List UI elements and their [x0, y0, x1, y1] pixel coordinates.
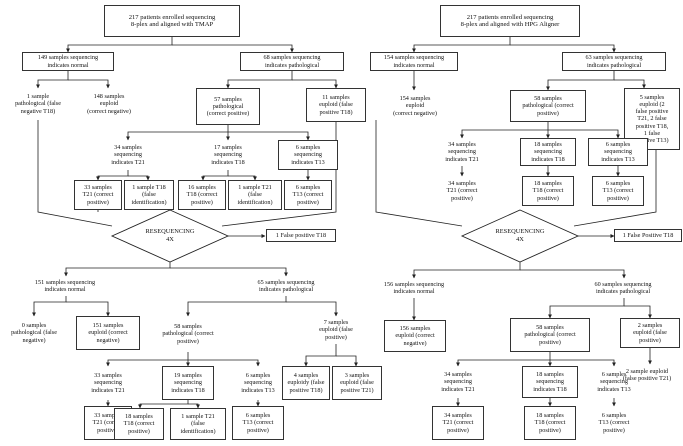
right-pathological-58: 58 samples pathological (correct positiv…: [510, 90, 586, 122]
right-normal-box: 154 samples sequencing indicates normal: [370, 52, 458, 71]
right-t18-18: 18 samples sequencing indicates T18: [520, 138, 576, 166]
left-pathological-box: 68 samples sequencing indicates patholog…: [240, 52, 344, 71]
right-false-positive-note: 1 False Positive T18: [614, 229, 682, 242]
right-normal-156: 156 samples sequencing indicates normal: [383, 280, 445, 295]
left-pathological-65: 65 samples sequencing indicates patholog…: [257, 278, 315, 293]
left-fp3-t21: 3 samples euploid (false positive T21): [332, 366, 382, 400]
right-t18-18-seq: 18 samples sequencing indicates T18: [522, 366, 578, 398]
left-pathological-57: 57 samples pathological (correct positiv…: [196, 88, 260, 125]
resequencing-diamond-right: [460, 209, 580, 263]
left-false-positive-note: 1 False positive T18: [266, 229, 336, 242]
left-t18-1-false: 1 sample T18 (false identification): [124, 180, 174, 210]
left-pathological-58: 58 samples pathological (correct positiv…: [162, 323, 214, 345]
left-euploid-7: 7 samples euploid (false positive): [319, 319, 353, 341]
right-root-box: 217 patients enrolled sequencing 8-plex …: [440, 5, 580, 37]
left-resequencing-label: RESEQUENCING 4X: [145, 228, 195, 243]
left-t18-18-final: 18 samples T18 (correct positive): [114, 408, 164, 440]
left-t21-34: 34 samples sequencing indicates T21: [111, 144, 145, 166]
left-t21-1-final: 1 sample T21 (false identification): [170, 408, 226, 440]
right-t13-6-seq: 6 samples sequencing indicates T13: [597, 371, 631, 393]
right-fp2-t21: 2 sample euploid (false positive T21): [622, 367, 672, 382]
left-pathological-0: 0 samples pathological (false negative): [11, 322, 57, 344]
left-t13-6-seq: 6 samples sequencing indicates T13: [241, 372, 275, 394]
right-euploid-2: 2 samples euploid (false positive): [620, 318, 680, 348]
left-t18-16-correct: 16 samples T18 (correct positive): [178, 180, 226, 210]
right-pathological-58b: 58 samples pathological (correct positiv…: [510, 318, 590, 352]
left-t18-19-seq: 19 samples sequencing indicates T18: [162, 366, 214, 400]
right-t21-34-seq: 34 samples sequencing indicates T21: [441, 371, 475, 393]
right-pathological-60: 60 samples sequencing indicates patholog…: [594, 280, 652, 295]
left-t18-17: 17 samples sequencing indicates T18: [211, 144, 245, 166]
right-t21-34-final: 34 samples T21 (correct positive): [432, 406, 484, 440]
resequencing-diamond-left: [110, 209, 230, 263]
right-euploid-156: 156 samples euploid (correct negative): [384, 320, 446, 352]
right-t21-34: 34 samples sequencing indicates T21: [445, 141, 479, 163]
left-fp4-t18: 4 samples euploidy (false positive T18): [282, 366, 330, 400]
left-normal-151: 151 samples sequencing indicates normal: [34, 278, 96, 293]
right-t13-6: 6 samples sequencing indicates T13: [588, 138, 648, 166]
right-t18-18-correct: 18 samples T18 (correct positive): [522, 176, 574, 206]
right-pathological-box: 63 samples sequencing indicates patholog…: [562, 52, 666, 71]
left-euploid-148: 148 samples euploid (correct negative): [87, 93, 131, 115]
left-euploid-11: 11 samples euploid (false positive T18): [306, 88, 366, 122]
left-root-box: 217 patients enrolled sequencing 8-plex …: [104, 5, 240, 37]
arrows: [32, 37, 657, 409]
left-false-negative-t18: 1 sample pathological (false negative T1…: [15, 93, 61, 115]
right-euploid-154: 154 samples euploid (correct negative): [393, 95, 437, 117]
left-t13-6: 6 samples sequencing indicates T13: [278, 140, 338, 170]
left-normal-box: 149 samples sequencing indicates normal: [22, 52, 114, 71]
left-t21-1-false: 1 sample T21 (false identification): [228, 180, 282, 210]
right-t18-18-final: 18 samples T18 (correct positive): [524, 406, 576, 440]
left-t13-6-correct: 6 samples T13 (correct positive): [284, 180, 332, 210]
left-t21-33-correct: 33 samples T21 (correct positive): [74, 180, 122, 210]
left-euploid-151: 151 samples euploid (correct negative): [76, 316, 140, 350]
right-t13-6-correct: 6 samples T13 (correct positive): [592, 176, 644, 206]
left-t13-6-final: 6 samples T13 (correct positive): [232, 406, 284, 440]
right-resequencing-label: RESEQUENCING 4X: [495, 228, 545, 243]
right-t21-34-correct: 34 samples T21 (correct positive): [446, 180, 478, 202]
left-t21-33-seq: 33 samples sequencing indicates T21: [91, 372, 125, 394]
right-t13-6-final: 6 samples T13 (correct positive): [598, 412, 630, 434]
